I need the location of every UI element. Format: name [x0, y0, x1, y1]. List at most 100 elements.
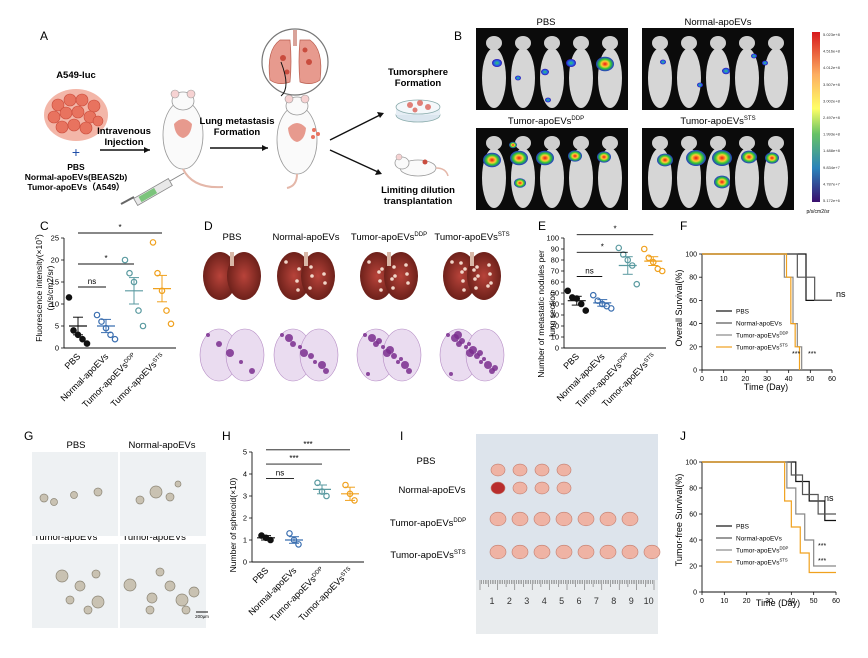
panel-d: D PBS Normal-apoEVs Tumor-apoEVsDDP Tumo…: [199, 219, 510, 382]
histology-lobe: [382, 328, 422, 382]
legend-label: PBS: [736, 309, 750, 316]
nodule: [461, 279, 465, 283]
lung-lobe: [360, 252, 394, 300]
nodule: [486, 284, 490, 288]
ruler-number: 9: [629, 596, 634, 606]
panel-letter-f: F: [680, 219, 687, 233]
metastatic-focus: [446, 333, 450, 337]
bioluminescence-signal: [509, 141, 517, 149]
tumor-sample: [556, 463, 572, 477]
arrow-1-head: [144, 147, 150, 153]
y-tick-label: 5: [55, 322, 59, 331]
panel-e: E Number of metastatic nodules per lung …: [536, 219, 666, 410]
metastatic-focus: [226, 349, 234, 357]
significance-label: ns: [585, 267, 593, 276]
bioluminescence-signal: [536, 150, 554, 166]
ruler-number: 10: [644, 596, 654, 606]
colorbar-tick-label: 4.516e+8: [823, 49, 841, 54]
nodule: [489, 281, 493, 285]
lung-tissue-photo-1: [203, 252, 261, 300]
mouse-head: [681, 136, 697, 150]
tumorsphere: [65, 595, 75, 605]
plus-sign: +: [72, 144, 80, 160]
nodule: [450, 260, 454, 264]
y-tick-label: 70: [551, 267, 559, 276]
data-point: [607, 305, 615, 312]
tumor-sample: [512, 481, 528, 495]
mouse-head: [768, 36, 784, 50]
nodule: [472, 268, 476, 272]
microscope-image-2: [120, 452, 206, 536]
mouse-head: [515, 36, 531, 50]
out-tumorsphere-line1: Tumorsphere: [388, 67, 448, 78]
panel-letter-h: H: [222, 429, 231, 443]
ruler-number: 7: [594, 596, 599, 606]
bioluminescence-signal: [714, 175, 730, 189]
x-category-label: PBS: [63, 351, 83, 371]
i-label-pbs: PBS: [416, 456, 435, 467]
significance-label: ns: [276, 468, 284, 477]
metastatic-focus: [482, 357, 486, 361]
y-tick-label: 60: [689, 512, 697, 519]
y-tick-label: 40: [689, 538, 697, 545]
bioluminescence-signal: [545, 97, 551, 103]
metastatic-focus: [484, 361, 492, 369]
arrow-4-head: [375, 169, 382, 175]
y-tick-label: 100: [685, 252, 697, 259]
nodule: [323, 281, 327, 285]
c-ylabel-1: Fluorescence intensity(×107): [34, 234, 44, 342]
x-category-label: Tumor-apoEVsSTS: [297, 565, 355, 623]
nodule: [310, 274, 314, 278]
metastatic-focus: [467, 342, 471, 346]
tumor-sample: [599, 511, 617, 527]
x-tick-label: 30: [765, 598, 773, 605]
colorbar-tick-label: 3.507e+8: [823, 82, 841, 87]
nodule: [377, 270, 381, 274]
lung-lobe: [227, 252, 261, 300]
d-label-normal: Normal-apoEVs: [272, 232, 339, 243]
significance-label: ***: [818, 543, 826, 550]
mouse-head: [710, 136, 726, 150]
g-label-pbs: PBS: [66, 440, 85, 451]
scatter-plot-h: 012345PBSNormal-apoEVsTumor-apoEVsDDPTum…: [243, 440, 364, 624]
colorbar-unit: p/s/cm2/sr: [806, 209, 829, 215]
significance-label: ***: [792, 351, 800, 358]
mouse-head: [515, 136, 531, 150]
metastatic-focus: [477, 350, 483, 356]
data-point: [111, 335, 119, 343]
legend-label: Tumor-apoEVsDDP: [736, 546, 789, 555]
bioluminescence-signal: [741, 150, 757, 164]
x-tick-label: 0: [700, 598, 704, 605]
metastatic-focus: [249, 368, 255, 374]
arrow-3: [329, 114, 381, 141]
syringe-icon: [120, 172, 185, 207]
ruler-number: 8: [611, 596, 616, 606]
j-ylabel: Tumor-free Survival(%): [674, 474, 684, 567]
panel-h: H Number of spheroid(×10) 012345PBSNorma…: [222, 429, 364, 624]
mouse-silhouette: [706, 48, 730, 108]
mouse-head: [602, 36, 618, 50]
data-point: [135, 307, 142, 314]
bioluminescence-signal: [751, 53, 757, 59]
tumorsphere: [135, 495, 145, 505]
tumor-sample: [490, 481, 506, 495]
metastatic-focus: [469, 346, 477, 354]
metastatic-focus: [366, 372, 370, 376]
colorbar-tick-label: 2.497e+8: [823, 115, 841, 120]
colorbar: [812, 32, 820, 202]
metastatic-focus: [280, 333, 284, 337]
significance-label: ns: [836, 289, 846, 299]
y-tick-label: 2: [243, 514, 247, 523]
arrow-2-head: [262, 145, 268, 151]
data-point: [167, 320, 175, 328]
mouse-head: [486, 136, 502, 150]
significance-label: ns: [824, 493, 834, 503]
metastatic-focus: [454, 331, 462, 339]
d-label-sts: Tumor-apoEVsSTS: [434, 232, 509, 243]
histology-section-2: [273, 328, 339, 382]
x-category-label: PBS: [561, 351, 581, 371]
x-tick-label: 20: [743, 598, 751, 605]
nodule: [380, 267, 384, 271]
trachea: [230, 252, 234, 266]
histology-section-3: [356, 328, 422, 382]
